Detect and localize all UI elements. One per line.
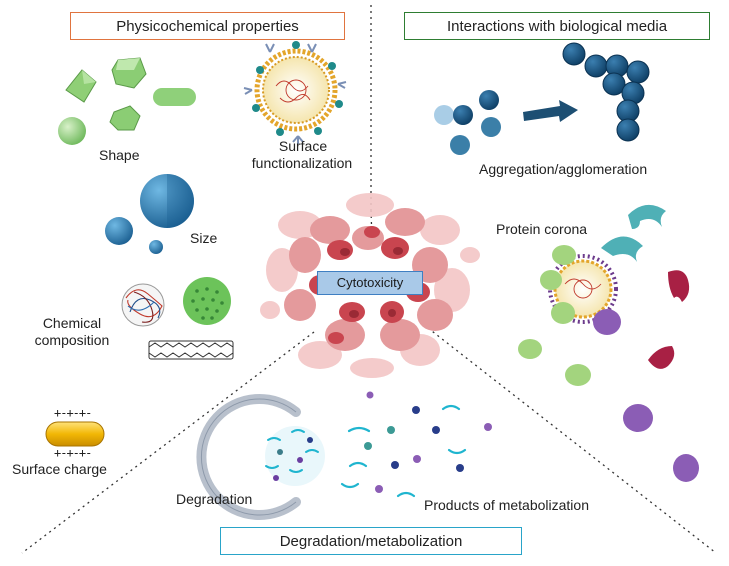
chemical-composition-illustrations [121,277,234,360]
label-surface-functionalization-line1: Surface [278,138,328,154]
aggregation-illustration [434,42,650,155]
cytotoxicity-label: Cytotoxicity [317,271,423,295]
label-chemical-composition-line2: composition [34,332,110,348]
label-charge-top: +-+-+- [54,406,92,420]
label-aggregation: Aggregation/agglomeration [479,161,648,177]
protein-corona-illustration [518,204,699,482]
shape-illustrations [58,57,196,145]
label-chemical-composition-line1: Chemical [42,315,102,331]
label-degradation: Degradation [176,491,253,507]
label-surface-functionalization-line2: functionalization [251,155,353,171]
label-size: Size [190,230,218,246]
degradation-illustration [196,391,492,520]
label-protein-corona: Protein corona [496,221,588,237]
label-shape: Shape [99,147,140,163]
surface-functionalization-vesicle [243,41,347,144]
size-spheres [105,174,194,254]
label-surface-charge: Surface charge [12,461,107,477]
label-products-metabolization: Products of metabolization [424,497,589,513]
header-physicochemical-properties: Physicochemical properties [70,12,345,40]
header-interactions-biological-media: Interactions with biological media [404,12,710,40]
label-charge-bottom: +-+-+- [54,446,92,460]
header-degradation-metabolization: Degradation/metabolization [220,527,522,555]
surface-charge-capsule [45,421,105,447]
